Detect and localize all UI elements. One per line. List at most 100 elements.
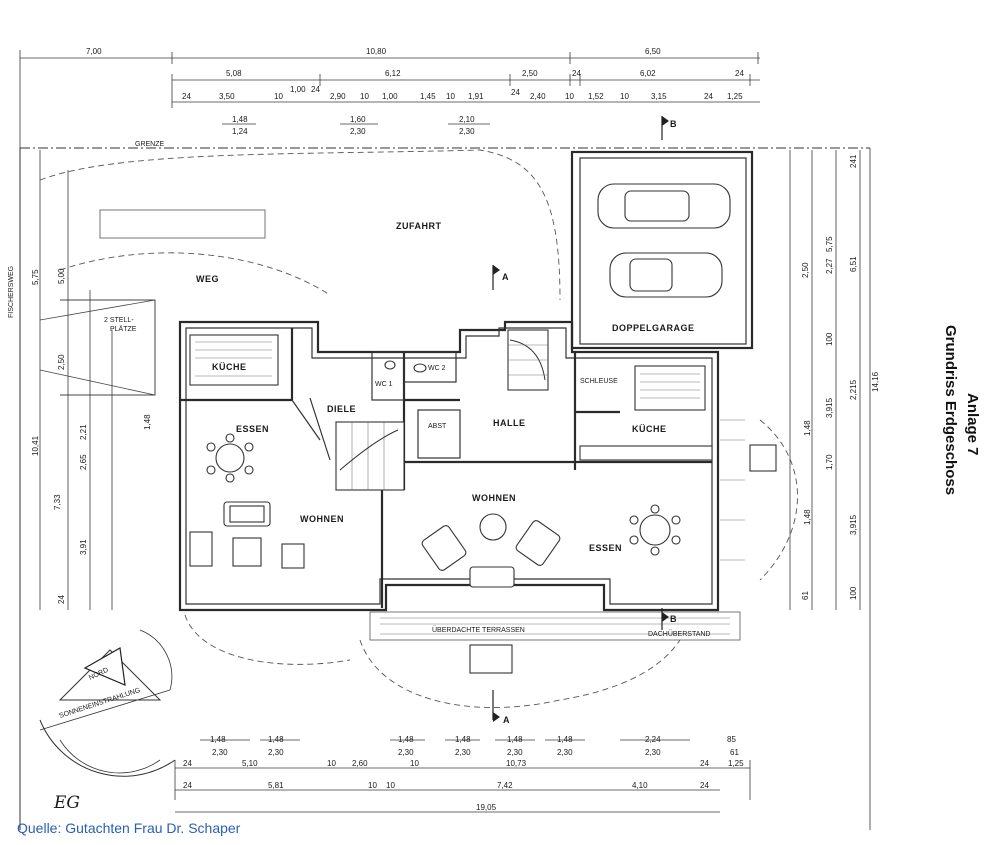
dim-bot-r1a-7: 85 xyxy=(727,735,736,744)
dim-top-r3-4: 24 xyxy=(311,85,320,94)
dim-right-5: 100 xyxy=(825,332,834,346)
label-dachueberstand: DACHÜBERSTAND xyxy=(648,630,711,638)
annex-title: Anlage 7 Grundriss Erdgeschoss xyxy=(942,325,981,495)
dim-top-r3-5: 2,90 xyxy=(330,92,346,101)
dim-top-r3-17: 24 xyxy=(704,92,713,101)
dim-bot-r1b-0: 2,30 xyxy=(212,748,228,757)
dim-top-r3-16: 3,15 xyxy=(651,92,667,101)
sofa-left xyxy=(189,501,305,569)
double-garage: DOPPELGARAGE xyxy=(570,150,754,350)
section-a-top: A xyxy=(502,272,509,282)
dim-right-4: 2,27 xyxy=(825,258,834,274)
dining-table-left xyxy=(206,433,254,483)
dim-top-r3-1: 3,50 xyxy=(219,92,235,101)
floor-label: EG xyxy=(53,793,80,813)
section-b-bottom: B xyxy=(670,614,677,624)
terrace: ÜBERDACHTE TERRASSEN DACHÜBERSTAND xyxy=(184,611,741,708)
dim-bot-r2-4: 10 xyxy=(410,759,419,768)
dim-top-r4b-0: 1,24 xyxy=(232,127,248,136)
dim-bot-r1a-4: 1,48 xyxy=(507,735,523,744)
dining-table-right xyxy=(629,504,681,556)
label-wohnen-right: WOHNEN xyxy=(472,493,516,503)
dim-right-2: 5,75 xyxy=(825,236,834,252)
dim-bot-r2-1: 5,10 xyxy=(242,759,258,768)
dim-left-6: 2,65 xyxy=(79,454,88,470)
dim-bot-r1b-6: 2,30 xyxy=(645,748,661,757)
label-fischersweg: FISCHERSWEG xyxy=(8,266,15,318)
dim-right-12: 61 xyxy=(801,591,810,600)
stair-left xyxy=(335,421,405,491)
label-grenze: GRENZE xyxy=(135,141,165,148)
dim-right-14: 14,16 xyxy=(871,371,880,392)
dim-bot-r1b-1: 2,30 xyxy=(268,748,284,757)
compass-diagram: NORD SONNENEINSTRAHLUNG xyxy=(39,629,176,777)
dim-right-0: 241 xyxy=(849,154,858,168)
site-boundary: GRENZE FISCHERSWEG xyxy=(8,141,871,830)
dim-top-r3-2: 10 xyxy=(274,92,283,101)
dim-top-r1-2: 6,50 xyxy=(645,47,661,56)
label-kueche-left: KÜCHE xyxy=(212,362,247,372)
dim-bot-r3-5: 4,10 xyxy=(632,781,648,790)
dim-top-r3-3: 1,00 xyxy=(290,85,306,94)
dim-bot-r2-5: 10,73 xyxy=(506,759,527,768)
label-wc1: WC 1 xyxy=(375,381,393,388)
dim-bot-r3-0: 24 xyxy=(183,781,192,790)
label-wohnen-left: WOHNEN xyxy=(300,514,344,524)
dim-left-3: 10,41 xyxy=(31,435,40,456)
dim-top-r3-9: 10 xyxy=(446,92,455,101)
label-halle: HALLE xyxy=(493,418,526,428)
dim-right-3: 2,50 xyxy=(801,262,810,278)
dim-top-r2-3: 24 xyxy=(572,69,581,78)
dim-left-4: 7,33 xyxy=(53,494,62,510)
dim-right-7: 3,915 xyxy=(825,397,834,418)
dim-top-r3-15: 10 xyxy=(620,92,629,101)
dim-bot-r4-0: 19,05 xyxy=(476,803,497,812)
dim-bot-r2-0: 24 xyxy=(183,759,192,768)
dim-bot-r3-6: 24 xyxy=(700,781,709,790)
dim-left-8: 1,48 xyxy=(143,414,152,430)
label-terrasse: ÜBERDACHTE TERRASSEN xyxy=(432,626,525,634)
label-weg: WEG xyxy=(196,274,219,284)
dim-top-r4a-0: 1,48 xyxy=(232,115,248,124)
dim-right-10: 3,915 xyxy=(849,514,858,535)
dim-top-r3-18: 1,25 xyxy=(727,92,743,101)
dim-bot-r3-4: 7,42 xyxy=(497,781,513,790)
bottom-dimension-chains: 1,48 1,48 1,48 1,48 1,48 1,48 2,24 85 2,… xyxy=(174,735,751,813)
dim-left-1: 5,00 xyxy=(57,268,66,284)
dim-bot-r1b-2: 2,30 xyxy=(398,748,414,757)
dim-top-r2-1: 6,12 xyxy=(385,69,401,78)
dim-bot-r3-3: 10 xyxy=(386,781,395,790)
stair-right xyxy=(507,329,549,391)
annex-title-line2: Grundriss Erdgeschoss xyxy=(942,325,959,495)
dim-bot-r1a-2: 1,48 xyxy=(398,735,414,744)
car-icon xyxy=(597,183,731,229)
dim-bot-r1a-6: 2,24 xyxy=(645,735,661,744)
dim-left-5: 3,91 xyxy=(79,539,88,555)
kitchen-right: KÜCHE xyxy=(579,365,713,461)
label-wc2: WC 2 xyxy=(428,365,446,372)
dim-top-r2-2: 2,50 xyxy=(522,69,538,78)
dim-top-r3-14: 1,52 xyxy=(588,92,604,101)
dim-left-9: 24 xyxy=(57,595,66,604)
dim-top-r4b-1: 2,30 xyxy=(350,127,366,136)
section-markers: A A B B xyxy=(492,116,677,725)
dim-top-r3-0: 24 xyxy=(182,92,191,101)
label-kueche-right: KÜCHE xyxy=(632,424,667,434)
side-terrace xyxy=(720,419,798,581)
dim-top-r4b-2: 2,30 xyxy=(459,127,475,136)
right-dimension-chains: 241 6,51 5,75 2,50 2,27 100 2,215 3,915 … xyxy=(789,150,880,610)
dim-bot-r1b-7: 61 xyxy=(730,748,739,757)
dim-top-r3-10: 1,91 xyxy=(468,92,484,101)
label-essen-left: ESSEN xyxy=(236,424,269,434)
dim-top-r3-12: 2,40 xyxy=(530,92,546,101)
dim-top-r3-8: 1,45 xyxy=(420,92,436,101)
car-icon xyxy=(609,252,723,298)
dim-left-0: 5,75 xyxy=(31,269,40,285)
label-diele: DIELE xyxy=(327,404,356,414)
label-zufahrt: ZUFAHRT xyxy=(396,221,442,231)
dim-bot-r1a-3: 1,48 xyxy=(455,735,471,744)
label-abst: ABST xyxy=(428,423,447,430)
top-dimension-chains: 7,00 10,80 6,50 5,08 6,12 2,50 24 6,02 2… xyxy=(19,47,760,150)
dim-top-r3-7: 1,00 xyxy=(382,92,398,101)
